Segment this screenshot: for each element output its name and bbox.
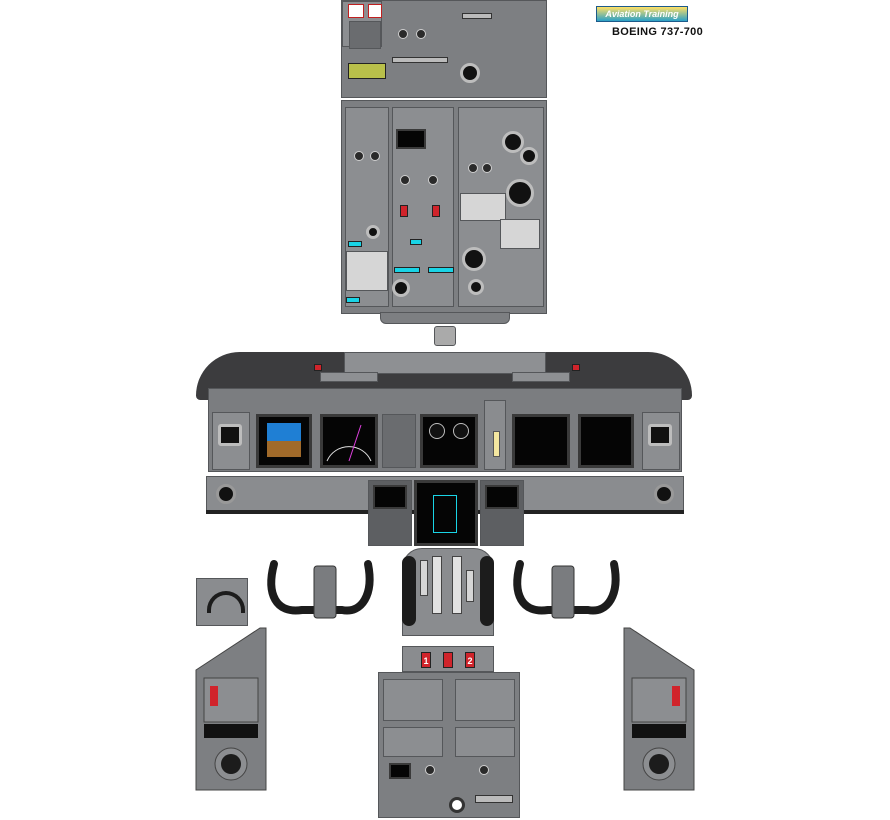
pedestal-knob-2[interactable]	[479, 765, 489, 775]
overhead-cyan-indicator-5	[346, 297, 360, 303]
nd-compass-arc	[326, 424, 372, 462]
overhead-gauge-1	[502, 131, 524, 153]
tiller-inset[interactable]	[196, 578, 248, 626]
overhead-white-panel-1	[460, 193, 506, 221]
thrust-lever-right[interactable]	[452, 556, 462, 614]
overhead-knob-1[interactable]	[354, 151, 364, 161]
efis-control-right[interactable]	[512, 372, 570, 382]
overhead-cyan-indicator-2	[410, 239, 422, 245]
upper-eicas-display	[420, 414, 478, 468]
overhead-cyan-indicator-1	[348, 241, 362, 247]
fo-nd-display	[512, 414, 570, 468]
pfd-sky	[267, 423, 301, 441]
master-warning-left[interactable]	[314, 364, 322, 371]
overhead-aft-knob-2[interactable]	[416, 29, 426, 39]
brand-logo: Aviation Training Graphics	[596, 6, 688, 33]
fo-cdu-screen	[485, 485, 519, 509]
master-warning-right[interactable]	[572, 364, 580, 371]
captain-clock	[218, 424, 242, 446]
overhead-aft-switch-row-2[interactable]	[462, 13, 492, 19]
overhead-red-guard[interactable]	[400, 205, 408, 217]
standby-compass	[434, 326, 456, 346]
overhead-gauge-5	[462, 247, 486, 271]
overhead-bottom-lip	[380, 312, 510, 324]
captain-cdu-screen	[373, 485, 407, 509]
gear-lever[interactable]	[493, 431, 500, 457]
overhead-gauge-4	[366, 225, 380, 239]
pedestal-audio-right	[455, 727, 515, 757]
captain-yoke[interactable]	[262, 554, 382, 626]
overhead-knob-3[interactable]	[468, 163, 478, 173]
n1-gauge-right	[453, 423, 469, 439]
standby-instruments	[382, 414, 416, 468]
trim-wheel-left[interactable]	[402, 556, 416, 626]
fo-clock	[648, 424, 672, 446]
captain-cdu[interactable]	[368, 480, 412, 546]
trim-wheel-right[interactable]	[480, 556, 494, 626]
overhead-knob-6[interactable]	[428, 175, 438, 185]
overhead-aft-knob-1[interactable]	[398, 29, 408, 39]
overhead-red-guard-2[interactable]	[432, 205, 440, 217]
overhead-knob-2[interactable]	[370, 151, 380, 161]
overhead-warning-placard	[348, 4, 364, 18]
pedestal-radio-right	[455, 679, 515, 721]
captain-side-console	[195, 627, 267, 791]
overhead-aft-panel	[341, 0, 547, 98]
pedestal-stab-trim-knob[interactable]	[449, 797, 465, 813]
fo-side-console	[623, 627, 695, 791]
overhead-gauge-7	[468, 279, 484, 295]
efis-control-left[interactable]	[320, 372, 378, 382]
overhead-forward-panel	[341, 100, 547, 314]
overhead-white-panel-2	[346, 251, 388, 291]
captain-nose-wheel-light[interactable]	[216, 484, 236, 504]
thrust-lever-left[interactable]	[432, 556, 442, 614]
overhead-knob-5[interactable]	[400, 175, 410, 185]
fire-handle-apu[interactable]	[443, 652, 453, 668]
tiller-wheel-icon	[207, 591, 245, 613]
lower-eicas-display	[414, 480, 478, 546]
pedestal-radio-left	[383, 679, 443, 721]
fire-handle-2[interactable]: 2	[465, 652, 475, 668]
ground-proximity-panel	[348, 63, 386, 79]
captain-pfd-display	[256, 414, 312, 468]
n1-gauge-left	[429, 423, 445, 439]
fo-yoke[interactable]	[508, 554, 628, 626]
mode-control-panel[interactable]	[344, 352, 546, 374]
overhead-gauge-3	[506, 179, 534, 207]
overhead-gauge-2	[520, 147, 538, 165]
pedestal-knob-1[interactable]	[425, 765, 435, 775]
overhead-aft-gauge	[460, 63, 480, 83]
overhead-gauge-6	[392, 279, 410, 297]
fo-cdu[interactable]	[480, 480, 524, 546]
speedbrake-lever[interactable]	[420, 560, 428, 596]
overhead-warning-placard-2	[368, 4, 382, 18]
throttle-quadrant	[402, 548, 494, 636]
fo-pfd-display	[578, 414, 634, 468]
gear-lever-panel[interactable]	[484, 400, 506, 470]
pedestal-aft-panel	[378, 672, 520, 818]
overhead-cyan-indicator-3	[394, 267, 420, 273]
overhead-speaker-grille	[349, 21, 381, 49]
overhead-fms-display	[396, 129, 426, 149]
overhead-cyan-indicator-4	[428, 267, 454, 273]
lower-eicas-cyan-marks	[433, 495, 457, 533]
overhead-white-panel-3	[500, 219, 540, 249]
pedestal-fire-panel: 1 2	[402, 646, 494, 672]
fo-nose-wheel-light[interactable]	[654, 484, 674, 504]
poster-model-title: BOEING 737-700	[612, 26, 704, 38]
pedestal-audio-left	[383, 727, 443, 757]
pedestal-switch-row[interactable]	[475, 795, 513, 803]
pfd-ground	[267, 441, 301, 457]
overhead-aft-switch-row[interactable]	[392, 57, 448, 63]
overhead-knob-4[interactable]	[482, 163, 492, 173]
captain-nd-display	[320, 414, 378, 468]
fire-handle-1[interactable]: 1	[421, 652, 431, 668]
pedestal-transponder-display	[389, 763, 411, 779]
flap-lever[interactable]	[466, 570, 474, 602]
